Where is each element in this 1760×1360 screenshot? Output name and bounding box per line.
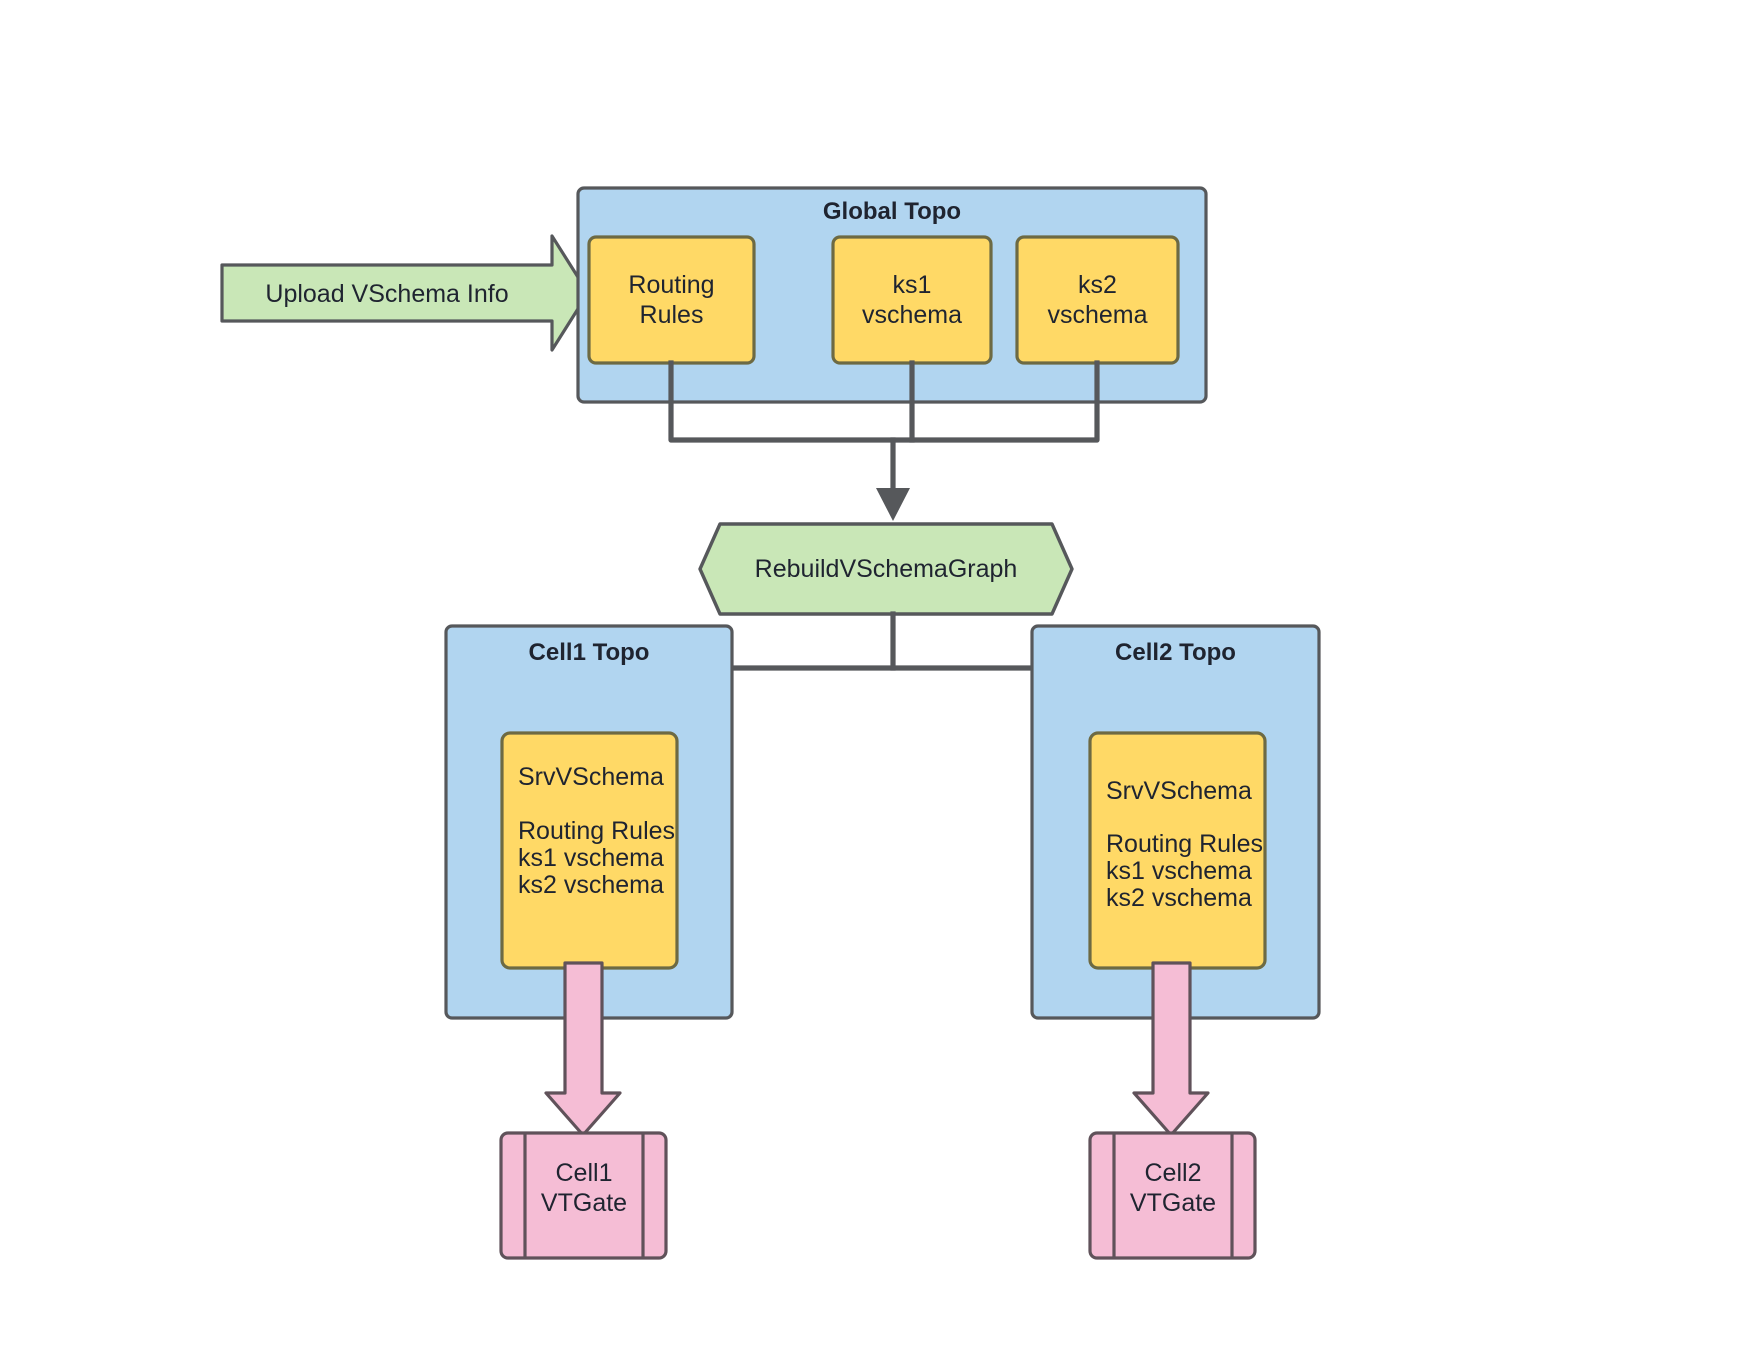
global-topo-title: Global Topo <box>822 198 962 225</box>
cell1-srv-vschema-item-2: ks2 vschema <box>518 871 664 899</box>
cell2-srv-vschema-item-1: ks1 vschema <box>1106 857 1252 885</box>
global-topo-box-ks2-vschema-line2: vschema <box>1047 301 1148 329</box>
cell2-vtgate-line1: Cell2 <box>1144 1159 1202 1187</box>
cell2-srv-vschema-heading: SrvVSchema <box>1106 777 1252 805</box>
connector-global-to-rebuild <box>668 360 1100 521</box>
cell2-topo-title: Cell2 Topo <box>1115 639 1236 666</box>
upload-vschema-arrow[interactable] <box>220 234 590 352</box>
rebuild-vschema-graph-node[interactable] <box>698 522 1074 616</box>
cell2-vtgate-line2: VTGate <box>1129 1189 1217 1217</box>
global-topo-box-routing-rules-line2: Rules <box>639 301 704 329</box>
cell2-srv-vschema-item-2: ks2 vschema <box>1106 884 1252 912</box>
cell1-vtgate-node[interactable] <box>499 1131 668 1260</box>
global-topo-box-ks1-vschema-line1: ks1 <box>892 271 932 299</box>
rebuild-vschema-graph-label: RebuildVSchemaGraph <box>754 555 1018 583</box>
cell1-srv-vschema-heading: SrvVSchema <box>518 763 664 791</box>
upload-vschema-arrow-label: Upload VSchema Info <box>265 280 509 308</box>
cell2-srv-vschema-item-0: Routing Rules <box>1106 830 1264 858</box>
cell1-topo-title: Cell1 Topo <box>528 639 650 666</box>
global-topo-box-ks2-vschema-line1: ks2 <box>1078 271 1117 299</box>
cell1-vtgate-line1: Cell1 <box>555 1159 613 1187</box>
global-topo-box-ks1-vschema-line2: vschema <box>861 301 963 329</box>
global-topo-box-routing-rules-line1: Routing <box>628 271 715 299</box>
cell2-vschema-to-vtgate-arrow <box>1132 961 1210 1137</box>
cell1-vtgate-line2: VTGate <box>540 1189 628 1217</box>
cell2-vtgate-node[interactable] <box>1088 1131 1257 1260</box>
cell1-srv-vschema-item-0: Routing Rules <box>518 817 676 845</box>
cell1-vschema-to-vtgate-arrow <box>544 961 622 1137</box>
cell1-srv-vschema-item-1: ks1 vschema <box>518 844 664 872</box>
